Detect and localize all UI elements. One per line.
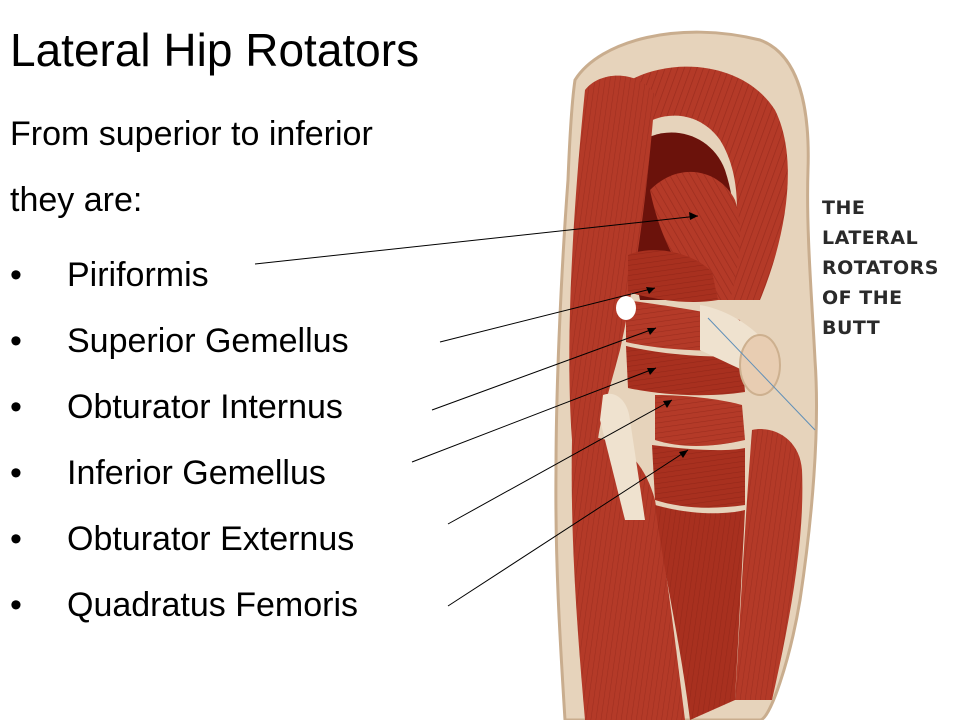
arrowheads <box>646 212 698 458</box>
muscle-name: Superior Gemellus <box>67 322 349 360</box>
greater-trochanter <box>739 334 781 396</box>
caption-line: LATERAL <box>822 227 919 249</box>
muscle-name: Quadratus Femoris <box>67 586 358 624</box>
muscle-name: Obturator Externus <box>67 520 355 558</box>
bullet: • <box>10 322 22 360</box>
thigh-and-pelvis <box>554 30 819 720</box>
leader-lines <box>254 215 816 607</box>
bullet: • <box>10 520 22 558</box>
leader-line-obturator-externus <box>447 399 673 525</box>
sciatic-notch <box>616 296 636 320</box>
muscle-name: Inferior Gemellus <box>67 454 326 492</box>
caption-line: THE <box>822 197 866 219</box>
leader-line-quadratus-femoris <box>447 449 689 607</box>
leader-line-obturator-internus <box>431 327 657 411</box>
intro-line-2: they are: <box>10 181 143 219</box>
leader-line-piriformis <box>254 215 699 265</box>
leader-line-inferior-gemellus <box>411 367 657 463</box>
leader-line-caption <box>707 317 816 431</box>
bullet: • <box>10 256 22 294</box>
caption-line: BUTT <box>822 317 881 339</box>
arrowhead-superior-gemellus <box>646 287 655 294</box>
caption-line: ROTATORS <box>822 257 939 279</box>
slide-title: Lateral Hip Rotators <box>10 24 420 76</box>
bullet: • <box>10 388 22 426</box>
caption-line: OF THE <box>822 287 903 309</box>
bullet: • <box>10 454 22 492</box>
bullet: • <box>10 586 22 624</box>
intro-line-1: From superior to inferior <box>10 115 373 153</box>
muscle-name: Obturator Internus <box>67 388 343 426</box>
leader-line-superior-gemellus <box>439 287 656 343</box>
intro-text: From superior to inferior they are: <box>10 112 373 244</box>
arrowhead-obturator-internus <box>647 328 656 335</box>
arrowhead-quadratus-femoris <box>679 450 688 458</box>
arrowhead-inferior-gemellus <box>647 368 656 375</box>
ischial-tendon <box>600 393 645 520</box>
muscle-name: Piriformis <box>67 256 209 294</box>
arrowhead-obturator-externus <box>663 400 672 408</box>
illustration-caption: THE LATERAL ROTATORS OF THE BUTT <box>822 193 960 343</box>
arrowhead-piriformis <box>689 212 698 220</box>
